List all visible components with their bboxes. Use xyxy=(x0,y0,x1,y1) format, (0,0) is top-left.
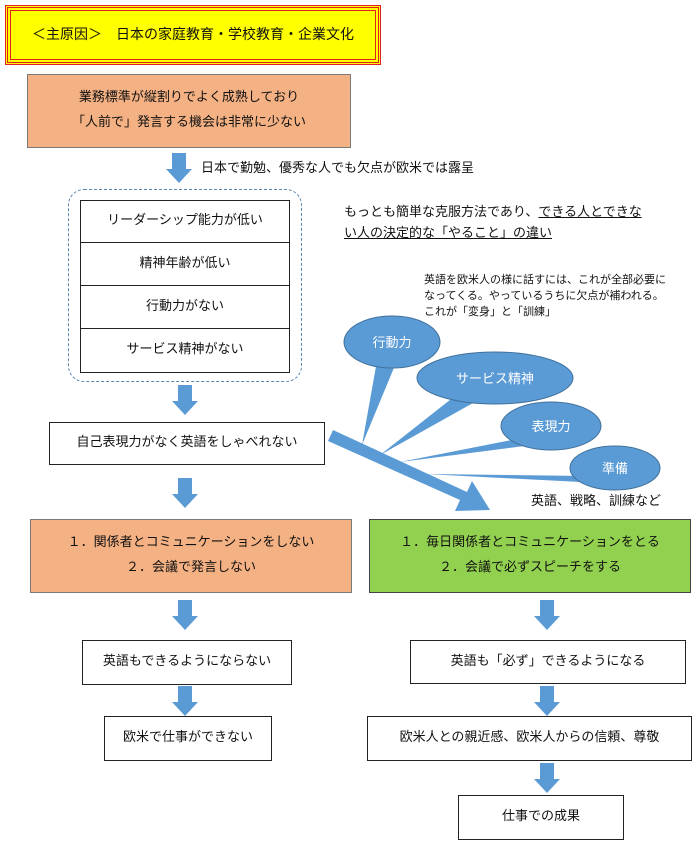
down-arrow-3 xyxy=(172,478,198,508)
left-result-box-2: 欧米で仕事ができない xyxy=(104,716,272,761)
down-arrow-6 xyxy=(534,600,560,630)
right-result-box-1: 英語も「必ず」できるようになる xyxy=(410,640,686,684)
deficit-box-service: サービス精神がない xyxy=(80,328,290,373)
overcome-note: もっとも簡単な克服方法であり、できる人とできな い人の決定的な「やること」の違い xyxy=(344,203,684,245)
deficit-action: 行動力がない xyxy=(145,298,224,314)
left-result-1: 英語もできるようにならない xyxy=(102,654,272,670)
left-action-line2: ２．会議で発言しない xyxy=(125,560,256,575)
bubble-expression xyxy=(400,401,602,462)
bubble-note: 英語、戦略、訓練など xyxy=(531,494,662,509)
top-cause-line1: 業務標準が縦割りでよく成熟しており xyxy=(78,90,300,106)
deficit-leadership: リーダーシップ能力が低い xyxy=(107,213,263,229)
down-arrow-8 xyxy=(534,763,560,793)
deficits-group xyxy=(68,189,302,382)
overcome-note-underlined-1: できる人とできな xyxy=(538,205,642,220)
deficit-box-maturity: 精神年齢が低い xyxy=(80,242,290,286)
bubble-label-expression: 表現力 xyxy=(531,420,570,435)
requirement-note-line2: なってくる。やっているうちに欠点が補われる。 xyxy=(424,288,664,302)
left-result-box-1: 英語もできるようにならない xyxy=(82,640,292,685)
left-action-line1: １．関係者とコミュニケーションをしない xyxy=(67,535,315,551)
right-result-2: 欧米人との親近感、欧米人からの信頼、尊敬 xyxy=(399,730,660,746)
right-action-line2: ２．会議で必ずスピーチをする xyxy=(438,560,621,575)
deficit-box-leadership: リーダーシップ能力が低い xyxy=(80,200,290,243)
deficit-service: サービス精神がない xyxy=(126,342,244,358)
main-cause-title: ＜主原因＞ 日本の家庭教育・学校教育・企業文化 xyxy=(5,5,381,65)
center-problem-text: 自己表現力がなく英語をしゃべれない xyxy=(76,435,298,451)
down-arrow-7 xyxy=(534,686,560,716)
right-result-box-2: 欧米人との親近感、欧米人からの信頼、尊敬 xyxy=(367,716,692,761)
right-result-1: 英語も「必ず」できるようになる xyxy=(450,653,646,669)
right-result-3: 仕事での成果 xyxy=(501,809,580,825)
deficit-box-action: 行動力がない xyxy=(80,285,290,329)
right-action-line1: １．毎日関係者とコミュニケーションをとる xyxy=(400,535,660,551)
bubble-label-service-spirit: サービス精神 xyxy=(456,372,534,387)
bubble-service-spirit xyxy=(380,351,574,455)
right-action-box: １．毎日関係者とコミュニケーションをとる ２．会議で必ずスピーチをする xyxy=(369,519,691,593)
top-cause-box: 業務標準が縦割りでよく成熟しており 「人前で」発言する機会は非常に少ない xyxy=(27,74,351,148)
overcome-note-underlined-2: い人の決定的な「やること」の違い xyxy=(344,225,553,241)
diagonal-arrow xyxy=(328,430,490,511)
right-result-box-3: 仕事での成果 xyxy=(458,795,624,840)
bubble-preparation xyxy=(425,445,661,491)
overcome-note-plain: もっとも簡単な克服方法であり、 xyxy=(344,205,539,220)
bubble-label-preparation: 準備 xyxy=(602,461,628,477)
requirement-note-line3: これが「変身」と「訓練」 xyxy=(424,304,556,318)
requirement-note-line1: 英語を欧米人の様に話すには、これが全部必要に xyxy=(424,273,666,286)
bubble-label-action-power: 行動力 xyxy=(372,336,411,351)
left-action-box: １．関係者とコミュニケーションをしない ２．会議で発言しない xyxy=(30,519,352,593)
down-arrow-2 xyxy=(172,385,198,415)
arrow-note: 日本で勤勉、優秀な人でも欠点が欧米では露呈 xyxy=(201,161,475,176)
top-cause-line2: 「人前で」発言する機会は非常に少ない xyxy=(71,115,306,130)
bubble-action-power xyxy=(343,315,441,445)
center-problem-box: 自己表現力がなく英語をしゃべれない xyxy=(49,422,325,465)
requirement-note: 英語を欧米人の様に話すには、これが全部必要に なってくる。やっているうちに欠点が… xyxy=(424,272,694,320)
main-cause-title-text: ＜主原因＞ 日本の家庭教育・学校教育・企業文化 xyxy=(32,26,354,43)
down-arrow-4 xyxy=(172,600,198,630)
left-result-2: 欧米で仕事ができない xyxy=(122,730,253,746)
down-arrow-1 xyxy=(166,153,192,183)
deficit-maturity: 精神年齢が低い xyxy=(139,255,231,271)
down-arrow-5 xyxy=(172,686,198,716)
